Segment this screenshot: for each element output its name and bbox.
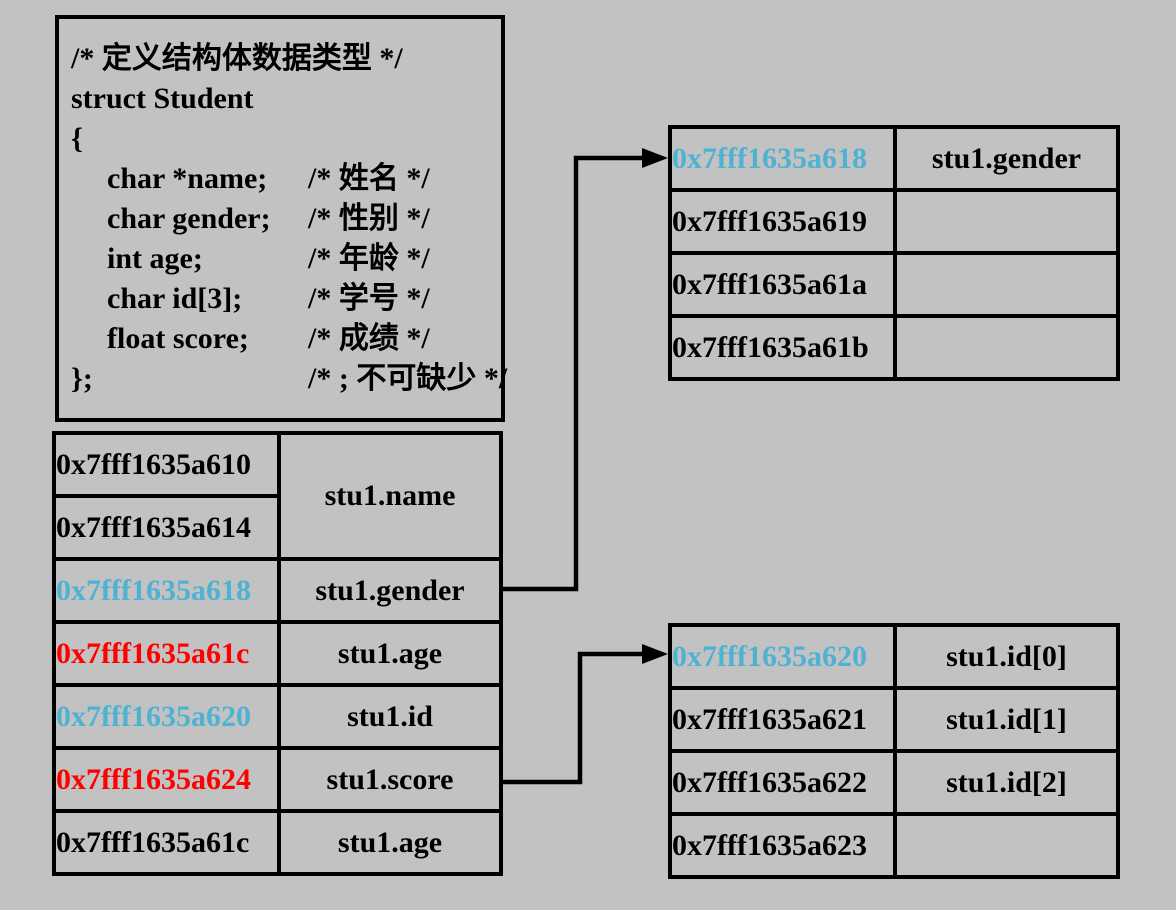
id-bytes-table: 0x7fff1635a620 stu1.id[0] 0x7fff1635a621… (668, 623, 1120, 879)
address-cell: 0x7fff1635a620 (668, 623, 897, 690)
address-cell: 0x7fff1635a614 (52, 494, 281, 561)
code-comment: /* 成绩 */ (308, 322, 430, 355)
table-row: 0x7fff1635a618 stu1.gender (52, 557, 503, 624)
label-cell-stu1-id1: stu1.id[1] (893, 686, 1120, 753)
table-row: 0x7fff1635a623 (668, 812, 1120, 879)
empty-cell (893, 188, 1120, 255)
label-cell-stu1-score: stu1.score (277, 746, 503, 813)
code-text: char id[3]; (107, 282, 243, 315)
arrow-gender-to-bytes (503, 148, 668, 592)
struct-memory-table: 0x7fff1635a610 stu1.name 0x7fff1635a614 … (52, 431, 503, 876)
code-text: struct Student (71, 82, 254, 115)
label-cell-stu1-gender: stu1.gender (277, 557, 503, 624)
empty-cell (893, 251, 1120, 318)
empty-cell (893, 314, 1120, 381)
code-line-member-id: char id[3]; /* 学号 */ (71, 279, 491, 319)
table-row: 0x7fff1635a61c stu1.age (52, 620, 503, 687)
address-cell: 0x7fff1635a61c (52, 620, 281, 687)
code-line-member-score: float score; /* 成绩 */ (71, 319, 491, 359)
table-row: 0x7fff1635a61c stu1.age (52, 809, 503, 876)
table-row: 0x7fff1635a618 stu1.gender (668, 125, 1120, 192)
gender-bytes-table: 0x7fff1635a618 stu1.gender 0x7fff1635a61… (668, 125, 1120, 381)
label-cell-stu1-gender: stu1.gender (893, 125, 1120, 192)
address-cell: 0x7fff1635a618 (668, 125, 897, 192)
code-text: char *name; (107, 162, 268, 195)
code-line-struct-student: struct Student (71, 79, 491, 119)
code-text: char gender; (107, 202, 271, 235)
code-comment: /* ; 不可缺少 */ (308, 362, 508, 395)
code-line-close-brace: }; /* ; 不可缺少 */ (71, 359, 507, 399)
table-row: 0x7fff1635a614 (52, 494, 501, 561)
label-cell-stu1-age: stu1.age (277, 620, 503, 687)
code-text: int age; (107, 242, 203, 275)
code-comment: /* 学号 */ (308, 282, 430, 315)
address-cell: 0x7fff1635a621 (668, 686, 897, 753)
code-line-member-age: int age; /* 年龄 */ (71, 239, 491, 279)
address-cell: 0x7fff1635a620 (52, 683, 281, 750)
table-row: 0x7fff1635a624 stu1.score (52, 746, 503, 813)
label-cell-stu1-name: stu1.name (277, 431, 503, 561)
table-row: 0x7fff1635a621 stu1.id[1] (668, 686, 1120, 753)
code-text: { (71, 122, 83, 155)
label-cell-stu1-id2: stu1.id[2] (893, 749, 1120, 816)
address-cell: 0x7fff1635a623 (668, 812, 897, 879)
label-cell-stu1-id0: stu1.id[0] (893, 623, 1120, 690)
address-cell: 0x7fff1635a61a (668, 251, 897, 318)
table-row: 0x7fff1635a610 stu1.name (52, 431, 503, 561)
empty-cell (893, 812, 1120, 879)
address-cell: 0x7fff1635a610 (52, 431, 281, 498)
address-cell: 0x7fff1635a624 (52, 746, 281, 813)
code-line-member-name: char *name; /* 姓名 */ (71, 159, 491, 199)
struct-definition-box: /* 定义结构体数据类型 */ struct Student { char *n… (55, 15, 507, 422)
code-line-comment-header: /* 定义结构体数据类型 */ (71, 39, 491, 79)
table-row: 0x7fff1635a622 stu1.id[2] (668, 749, 1120, 816)
label-cell-stu1-age-repeat: stu1.age (277, 809, 503, 876)
code-text: /* 定义结构体数据类型 */ (71, 42, 403, 75)
address-cell: 0x7fff1635a61c (52, 809, 281, 876)
address-cell: 0x7fff1635a61b (668, 314, 897, 381)
code-text: }; (71, 362, 93, 395)
table-row: 0x7fff1635a619 (668, 188, 1120, 255)
code-comment: /* 年龄 */ (308, 242, 430, 275)
label-cell-stu1-id: stu1.id (277, 683, 503, 750)
table-row: 0x7fff1635a620 stu1.id (52, 683, 503, 750)
address-cell: 0x7fff1635a619 (668, 188, 897, 255)
table-row: 0x7fff1635a620 stu1.id[0] (668, 623, 1120, 690)
code-comment: /* 姓名 */ (308, 162, 430, 195)
code-line-open-brace: { (71, 119, 491, 159)
arrow-score-to-id-bytes (503, 644, 668, 785)
address-cell: 0x7fff1635a622 (668, 749, 897, 816)
table-row: 0x7fff1635a61a (668, 251, 1120, 318)
table-row: 0x7fff1635a61b (668, 314, 1120, 381)
code-text: float score; (107, 322, 249, 355)
address-cell: 0x7fff1635a618 (52, 557, 281, 624)
code-line-member-gender: char gender; /* 性别 */ (71, 199, 491, 239)
code-comment: /* 性别 */ (308, 202, 430, 235)
